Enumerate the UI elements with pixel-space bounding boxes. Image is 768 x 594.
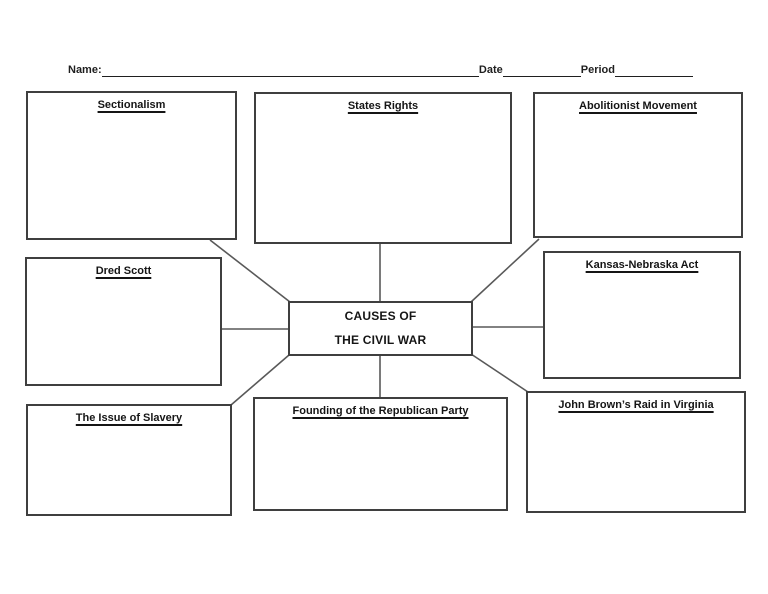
box-abolitionist-movement: Abolitionist Movement [533, 92, 743, 238]
box-dred-scott-title: Dred Scott [95, 265, 152, 277]
box-issue-of-slavery: The Issue of Slavery [26, 404, 232, 516]
box-sectionalism-title: Sectionalism [97, 99, 166, 111]
date-blank-line [502, 64, 581, 77]
box-founding-republican-party: Founding of the Republican Party [253, 397, 508, 511]
name-blank-line [101, 64, 479, 77]
box-founding-republican-party-title: Founding of the Republican Party [292, 405, 469, 417]
center-hub-line2: THE CIVIL WAR [334, 333, 427, 347]
box-kansas-nebraska-act: Kansas-Nebraska Act [543, 251, 741, 379]
box-john-browns-raid-title: John Brown’s Raid in Virginia [558, 399, 714, 411]
connector-line-abolitionist [470, 238, 540, 303]
connector-line-slavery [230, 354, 290, 406]
center-hub-box: CAUSES OF THE CIVIL WAR [288, 301, 473, 356]
box-abolitionist-movement-title: Abolitionist Movement [579, 100, 697, 112]
date-label: Date [478, 64, 503, 76]
box-sectionalism: Sectionalism [26, 91, 237, 240]
header-row: Name: Date Period [68, 62, 693, 77]
connector-line-john-brown [470, 353, 529, 393]
connector-line-sectionalism [209, 239, 291, 303]
box-states-rights: States Rights [254, 92, 512, 244]
box-john-browns-raid: John Brown’s Raid in Virginia [526, 391, 746, 513]
center-hub-line1: CAUSES OF [344, 309, 417, 323]
box-issue-of-slavery-title: The Issue of Slavery [75, 412, 183, 424]
name-label: Name: [68, 64, 102, 76]
period-label: Period [580, 64, 615, 76]
period-blank-line [615, 64, 693, 77]
box-dred-scott: Dred Scott [25, 257, 222, 386]
box-states-rights-title: States Rights [347, 100, 419, 112]
box-kansas-nebraska-act-title: Kansas-Nebraska Act [585, 259, 699, 271]
